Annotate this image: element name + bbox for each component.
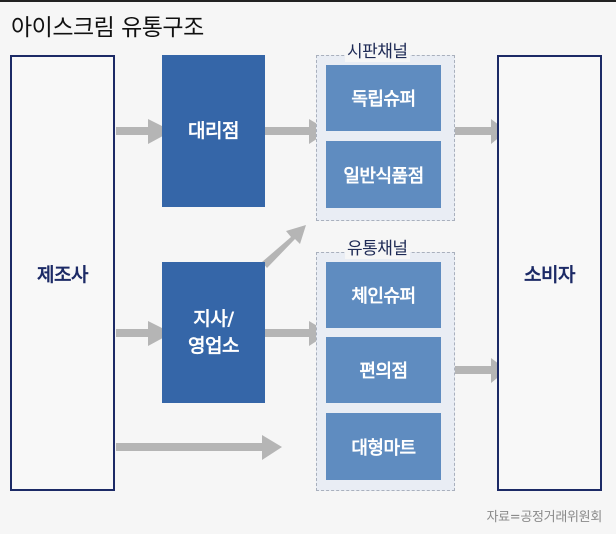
arrow-branch-to-retail [262,225,306,268]
chain-supermarket-box: 체인슈퍼 [326,262,441,328]
agency-label: 대리점 [188,119,239,142]
arrow-manufacturer-to-hypermarket [116,435,282,460]
agency-box: 대리점 [162,55,265,207]
convenience-store-box: 편의점 [326,337,441,403]
manufacturer-label: 제조사 [37,263,88,286]
consumer-label: 소비자 [524,263,575,286]
general-grocery-label: 일반식품점 [343,165,424,187]
manufacturer-box: 제조사 [10,55,115,491]
convenience-store-label: 편의점 [359,361,408,382]
retail-channel-label: 시판채널 [345,37,410,62]
hypermarket-label: 대형마트 [351,437,416,459]
page-title: 아이스크림 유통구조 [11,15,204,41]
general-grocery-box: 일반식품점 [326,141,441,208]
branch-label: 지사/ 영업소 [188,307,239,357]
distribution-channel-label: 유통채널 [345,234,410,259]
top-rule [0,0,616,2]
independent-supermarket-box: 독립슈퍼 [326,65,441,131]
arrow-manufacturer-to-branch [116,321,172,346]
chain-supermarket-label: 체인슈퍼 [351,286,416,307]
independent-supermarket-label: 독립슈퍼 [351,89,416,110]
branch-box: 지사/ 영업소 [162,262,265,403]
hypermarket-box: 대형마트 [326,413,441,480]
source-note: 자료=공정거래위원회 [486,510,602,525]
consumer-box: 소비자 [497,55,602,491]
arrow-manufacturer-to-agency [116,119,172,144]
